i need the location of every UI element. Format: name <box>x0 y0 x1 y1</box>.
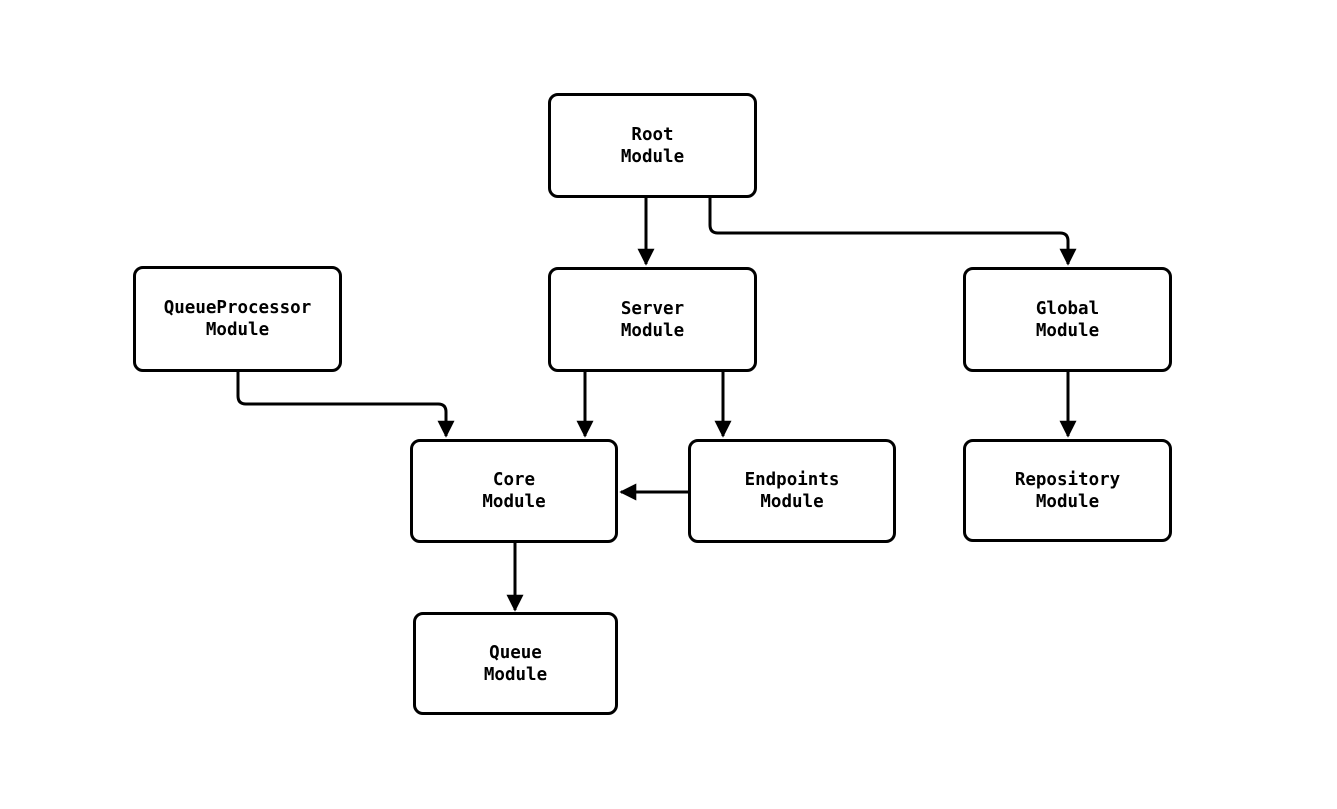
node-label: Repository <box>1014 469 1121 490</box>
node-endpoints-module: Endpoints Module <box>688 439 896 543</box>
node-label: Module <box>482 492 546 512</box>
node-label: Endpoints <box>744 470 840 490</box>
node-queue-module: Queue Module <box>413 612 618 715</box>
node-label: Module <box>620 146 685 167</box>
node-label: Server <box>620 298 685 319</box>
node-repository-module: Repository Module <box>963 439 1172 542</box>
node-label: Module <box>205 320 270 340</box>
node-label: Module <box>1035 491 1100 512</box>
node-label: Module <box>620 320 685 341</box>
edge-queueprocessor-to-core <box>236 372 455 438</box>
node-label: Module <box>760 492 824 512</box>
node-core-module: Core Module <box>410 439 618 543</box>
node-label: Module <box>483 664 548 685</box>
node-queueprocessor-module: QueueProcessor Module <box>133 266 342 372</box>
node-label: QueueProcessor <box>163 298 312 318</box>
node-root-module: Root Module <box>548 93 757 198</box>
node-label: Queue <box>489 642 542 663</box>
edge-root-to-global <box>708 198 1077 266</box>
node-label: Root <box>631 124 674 145</box>
node-global-module: Global Module <box>963 267 1172 372</box>
node-label: Global <box>1035 298 1100 319</box>
node-label: Core <box>492 470 536 490</box>
node-label: Module <box>1035 320 1100 341</box>
node-server-module: Server Module <box>548 267 757 372</box>
